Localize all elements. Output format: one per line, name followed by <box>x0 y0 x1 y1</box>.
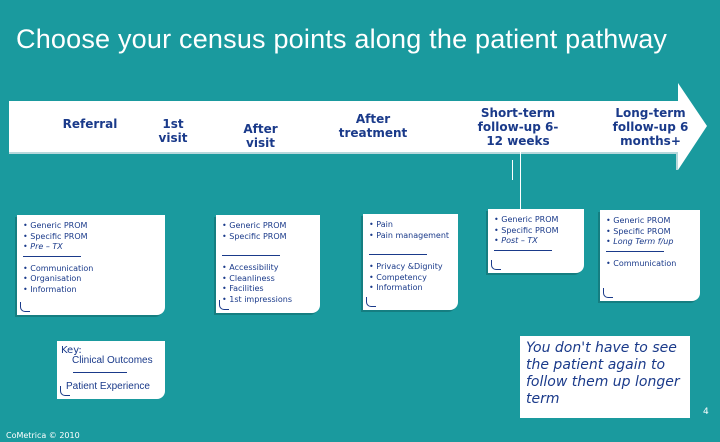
experience-item: • Information <box>23 284 77 294</box>
experience-item: • Privacy &Dignity <box>369 262 443 271</box>
outcome-item: • Pain <box>369 220 393 229</box>
key-label: Key: <box>61 345 82 356</box>
census-box-long-term: • Generic PROM • Specific PROM • Long Te… <box>600 210 700 301</box>
outcome-item: • Generic PROM <box>23 221 88 230</box>
connector-line <box>512 160 513 180</box>
fold-corner-icon <box>491 260 501 270</box>
stage-after-visit: After visit <box>243 122 278 150</box>
outcome-item: • Specific PROM <box>606 226 671 236</box>
outcome-item: • Post – TX <box>494 236 538 245</box>
divider <box>23 255 81 257</box>
experience-item: • Communication <box>606 258 677 268</box>
connector-line <box>520 150 521 210</box>
stage-short-term: Short-term follow-up 6-12 weeks <box>477 106 559 148</box>
outcome-item: • Long Term f/up <box>606 237 674 246</box>
census-box-referral-first-visit: • Generic PROM • Specific PROM • Pre – T… <box>17 215 165 315</box>
key-clinical-outcomes: Clinical Outcomes <box>72 355 153 366</box>
stage-referral: Referral <box>62 117 118 131</box>
page-title: Choose your census points along the pati… <box>16 24 668 54</box>
key-divider <box>73 372 127 373</box>
outcome-item: • Generic PROM <box>222 221 287 230</box>
census-box-after-treatment: • Pain • Pain management • Privacy &Dign… <box>363 214 458 310</box>
experience-item: • Cleanliness <box>222 273 275 283</box>
fold-corner-icon <box>603 288 613 298</box>
copyright: CoMetrica © 2010 <box>6 431 80 440</box>
outcome-item: • Generic PROM <box>494 215 559 224</box>
experience-item: • Competency <box>369 272 427 282</box>
outcome-item: • Specific PROM <box>494 225 559 235</box>
stage-long-term: Long-term follow-up 6 months+ <box>612 106 689 148</box>
experience-item: • Facilities <box>222 284 264 293</box>
census-box-short-term: • Generic PROM • Specific PROM • Post – … <box>488 209 584 273</box>
experience-item: • Accessibility <box>222 263 279 272</box>
experience-item: • 1st impressions <box>222 294 293 304</box>
stage-after-treatment: After treatment <box>338 112 408 140</box>
outcome-item: • Specific PROM <box>23 231 88 241</box>
fold-corner-icon <box>219 300 229 310</box>
fold-corner-icon <box>60 386 70 396</box>
outcome-item: • Pre – TX <box>23 242 63 251</box>
experience-item: • Communication <box>23 263 94 273</box>
fold-corner-icon <box>366 297 376 307</box>
outcome-item: • Pain management <box>369 230 450 240</box>
outcome-item: • Specific PROM <box>222 231 287 241</box>
divider <box>369 254 427 255</box>
legend-key: Key: Clinical Outcomes Patient Experienc… <box>57 341 165 399</box>
key-patient-experience: Patient Experience <box>66 381 150 392</box>
divider <box>606 250 664 252</box>
fold-corner-icon <box>20 302 30 312</box>
divider <box>222 255 280 256</box>
stage-first-visit: 1st visit <box>158 117 188 145</box>
divider <box>494 249 552 251</box>
followup-note: You don't have to see the patient again … <box>520 336 690 418</box>
experience-item: • Information <box>369 283 423 292</box>
outcome-item: • Generic PROM <box>606 216 671 225</box>
experience-item: • Organisation <box>23 274 82 283</box>
page-number: 4 <box>703 407 709 417</box>
census-box-after-visit: • Generic PROM • Specific PROM • Accessi… <box>216 215 320 313</box>
